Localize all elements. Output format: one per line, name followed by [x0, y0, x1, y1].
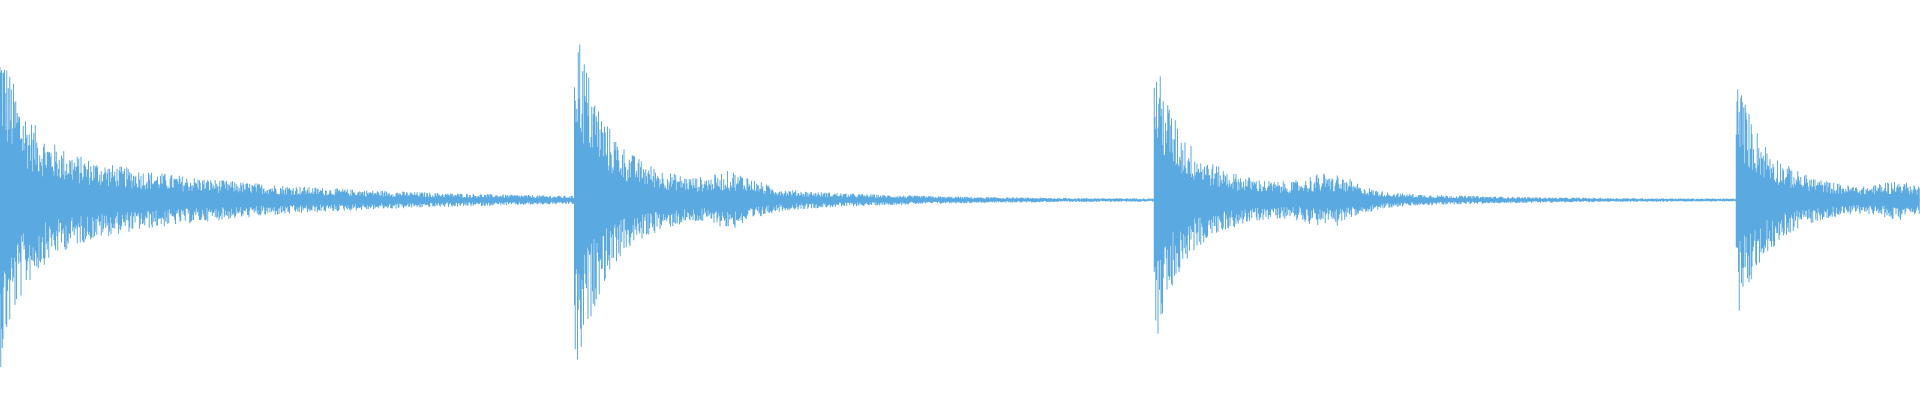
waveform-samples [0, 44, 1920, 367]
waveform-path [0, 44, 1920, 367]
